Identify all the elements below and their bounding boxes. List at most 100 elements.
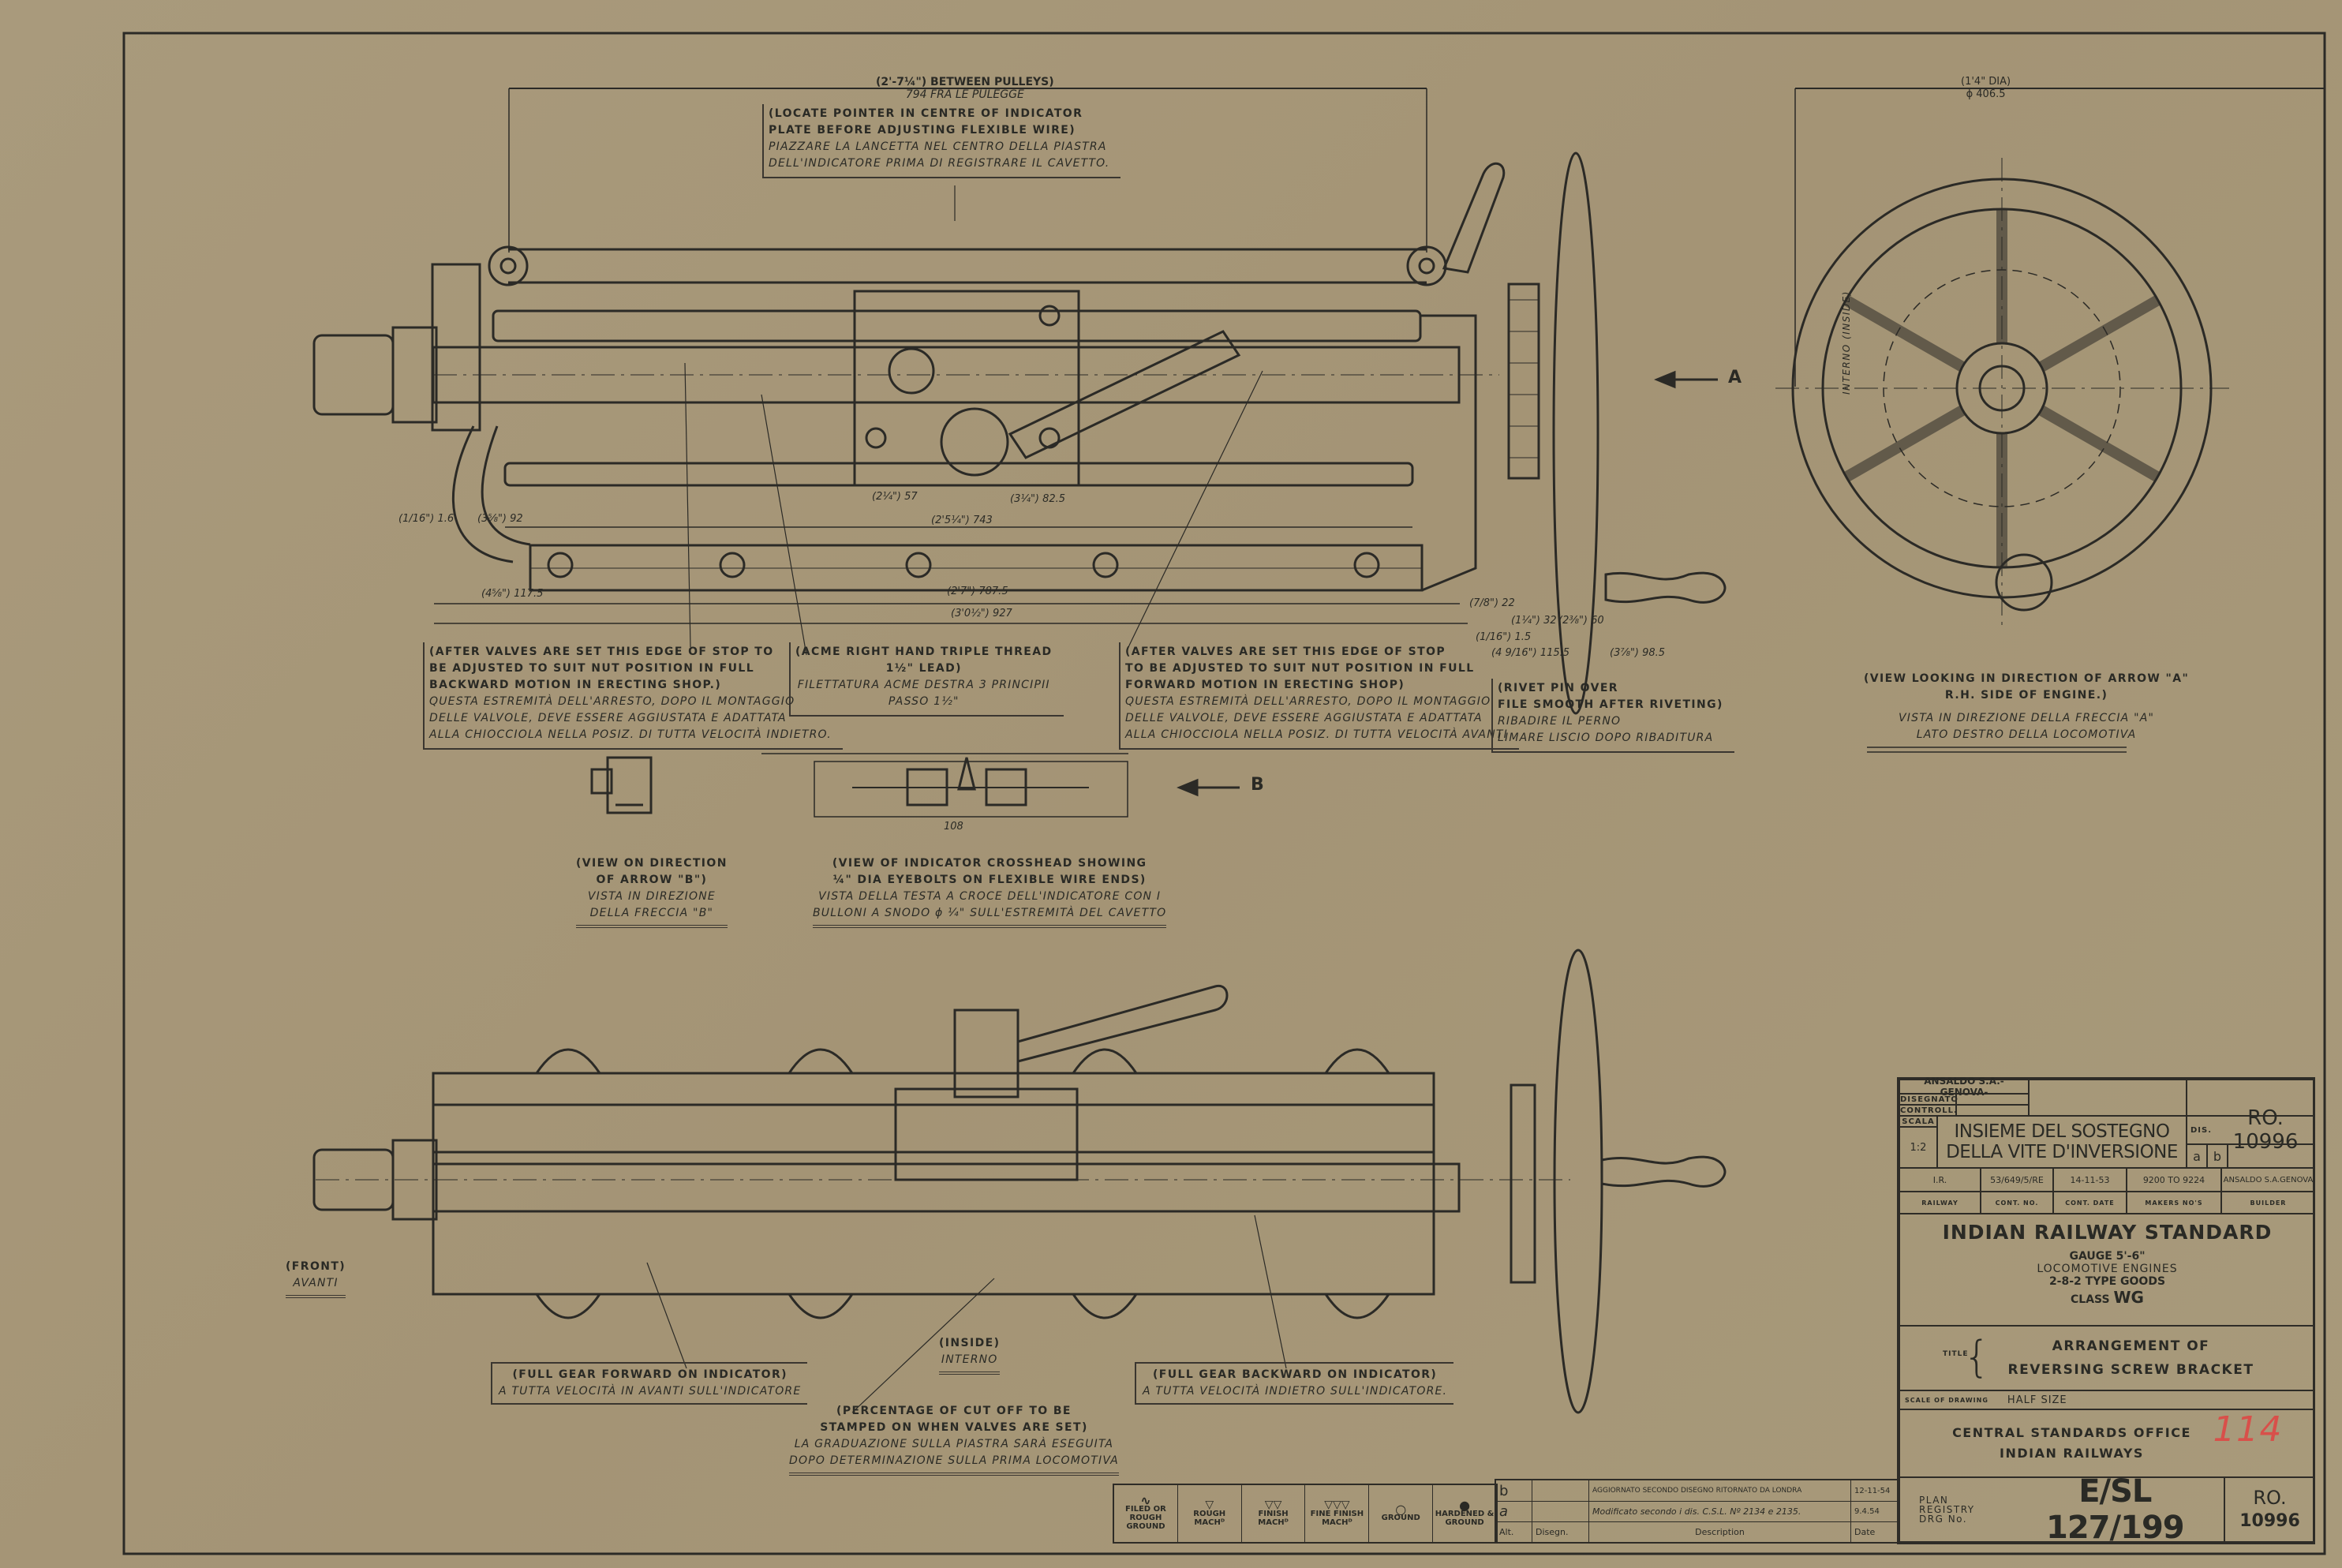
note-line: 1½" LEAD) xyxy=(885,662,962,675)
note-line: TO BE ADJUSTED TO SUIT NUT POSITION IN F… xyxy=(1125,662,1475,675)
title-label: TITLE xyxy=(1943,1350,1969,1358)
note-line: DELLE VALVOLE, DEVE ESSERE AGGIUSTATA E … xyxy=(429,712,787,724)
top-view xyxy=(312,88,1727,715)
note-line: LATO DESTRO DELLA LOCOMOTIVA xyxy=(1916,728,2137,741)
dim-743: (2'5¼") 743 xyxy=(931,515,993,526)
cont-no-label: CONT. NO. xyxy=(1981,1192,2053,1214)
alt-date: 12-11-54 xyxy=(1854,1486,1891,1495)
finish-ground: ○GROUND xyxy=(1369,1485,1434,1542)
support-pipe xyxy=(451,425,514,563)
note-line: BE ADJUSTED TO SUIT NUT POSITION IN FULL xyxy=(429,662,755,675)
alt-description: AGGIORNATO SECONDO DISEGNO RITORNATO DA … xyxy=(1589,1480,1851,1501)
note-line: DELLA FRECCIA "B" xyxy=(589,907,714,919)
note-line: VISTA IN DIREZIONE DELLA FRECCIA "A" xyxy=(1899,712,2155,724)
dim-82: (3¼") 82.5 xyxy=(1010,493,1066,505)
title-line-1: ARRANGEMENT OF xyxy=(2052,1338,2210,1354)
note-crosshead: (VIEW OF INDICATOR CROSSHEAD SHOWING ¼" … xyxy=(813,855,1167,928)
upper-frame-bar xyxy=(492,309,1422,342)
handle-boss xyxy=(1995,553,2053,612)
scale-of-drawing-value: HALF SIZE xyxy=(2007,1394,2067,1406)
note-line: R.H. SIDE OF ENGINE.) xyxy=(1944,689,2108,702)
makers-nos-value: 9200 TO 9224 xyxy=(2127,1168,2221,1192)
ro-number: 10996 xyxy=(2239,1511,2300,1531)
finish-label: FINE FINISH MACHᴰ xyxy=(1310,1509,1364,1527)
note-line: (FULL GEAR BACKWARD ON INDICATOR) xyxy=(1152,1368,1438,1381)
note-full-backward: (FULL GEAR BACKWARD ON INDICATOR) A TUTT… xyxy=(1135,1362,1454,1405)
finish-label: GROUND xyxy=(1381,1514,1420,1522)
dim-787: (2'7") 787.5 xyxy=(947,586,1008,597)
note-rivet-pin: (RIVET PIN OVER FILE SMOOTH AFTER RIVETI… xyxy=(1491,679,1734,753)
dis-label: DIS. xyxy=(2190,1125,2213,1135)
note-line: STAMPED ON WHEN VALVES ARE SET) xyxy=(820,1421,1088,1434)
note-stop-backward: (AFTER VALVES ARE SET THIS EDGE OF STOP … xyxy=(423,642,843,750)
note-locate-pointer: (LOCATE POINTER IN CENTRE OF INDICATOR P… xyxy=(762,104,1121,178)
note-line: VISTA DELLA TESTA A CROCE DELL'INDICATOR… xyxy=(818,890,1162,903)
note-line: ¼" DIA EYEBOLTS ON FLEXIBLE WIRE ENDS) xyxy=(832,874,1147,886)
header-date: Date xyxy=(1854,1526,1876,1537)
dim-57: (2¼") 57 xyxy=(872,491,918,503)
note-line: LA GRADUAZIONE SULLA PIASTRA SARÀ ESEGUI… xyxy=(794,1438,1114,1450)
note-inside: (INSIDE) INTERNO xyxy=(939,1335,1001,1375)
dim-wheel-diameter: (1'4" DIA) ϕ 406.5 xyxy=(1961,76,2011,101)
red-handwritten-number: 114 xyxy=(2213,1409,2283,1450)
railway-label: RAILWAY xyxy=(1899,1192,1981,1214)
bracket-body xyxy=(432,1072,1435,1296)
finish-label: FINISH MACHᴰ xyxy=(1258,1509,1289,1527)
note-line: PLATE BEFORE ADJUSTING FLEXIBLE WIRE) xyxy=(769,124,1076,137)
gear-wheel xyxy=(1507,283,1540,480)
note-line: ALLA CHIOCCIOLA NELLA POSIZ. DI TUTTA VE… xyxy=(1125,728,1508,741)
sheet-border xyxy=(122,32,2326,1555)
cont-date-label: CONT. DATE xyxy=(2053,1192,2127,1214)
note-line: DOPO DETERMINAZIONE SULLA PRIMA LOCOMOTI… xyxy=(789,1454,1119,1467)
signature xyxy=(1532,1480,1589,1501)
note-stop-forward: (AFTER VALVES ARE SET THIS EDGE OF STOP … xyxy=(1119,642,1519,750)
note-line: (INSIDE) xyxy=(939,1337,1001,1349)
note-line: PIAZZARE LA LANCETTA NEL CENTRO DELLA PI… xyxy=(769,140,1107,153)
indicator-plate xyxy=(853,290,1080,487)
indicator-block xyxy=(894,1087,1079,1181)
note-front: (FRONT) AVANTI xyxy=(286,1259,346,1298)
standard-title: INDIAN RAILWAY STANDARD xyxy=(1942,1221,2273,1244)
company-name: ANSALDO S.A.-GENOVA- xyxy=(1899,1076,2029,1098)
drawing-title-block: TITLE { ARRANGEMENT OF REVERSING SCREW B… xyxy=(1899,1326,2315,1390)
finish-label: ROUGH MACHᴰ xyxy=(1193,1509,1226,1527)
note-line: DELL'INDICATORE PRIMA DI REGISTRARE IL C… xyxy=(769,157,1110,170)
plan-label: DRG No. xyxy=(1919,1514,1968,1525)
gauge: GAUGE 5'-6" xyxy=(2069,1250,2146,1263)
blank-cell xyxy=(2187,1080,2315,1116)
note-line: INTERNO xyxy=(941,1353,998,1366)
dim-1-5: (1/16") 1.5 xyxy=(1476,631,1532,643)
dim-927: (3'0½") 927 xyxy=(951,608,1012,619)
finish-label: HARDENED & GROUND xyxy=(1435,1509,1495,1527)
note-line: AVANTI xyxy=(293,1277,339,1289)
view-arrow-b xyxy=(590,756,653,814)
scale-label: SCALA xyxy=(1899,1116,1937,1127)
dim-108: 108 xyxy=(944,821,963,833)
dim-between-pulleys: (2'-7¼") BETWEEN PULLEYS) 794 FRA LE PUL… xyxy=(876,76,1054,101)
dim-text-mm: ϕ 406.5 xyxy=(1966,88,2006,100)
rough-symbol-icon: ▽ xyxy=(1205,1498,1214,1511)
finish-fine: ▽▽▽FINE FINISH MACHᴰ xyxy=(1305,1485,1370,1542)
finish-filed: ∿FILED OR ROUGH GROUND xyxy=(1114,1485,1178,1542)
dim-117: (4⅝") 117.5 xyxy=(481,588,544,600)
dim-115: (4 9/16") 115.5 xyxy=(1491,647,1570,659)
revision-a: a xyxy=(2187,1144,2207,1168)
handwheel-side xyxy=(1552,152,1599,715)
note-line: FILETTATURA ACME DESTRA 3 PRINCIPII xyxy=(797,679,1050,691)
dim-22: (7/8") 22 xyxy=(1469,597,1515,609)
note-line: LIMARE LISCIO DOPO RIBADITURA xyxy=(1498,732,1714,744)
note-line: A TUTTA VELOCITÀ INDIETRO SULL'INDICATOR… xyxy=(1143,1385,1448,1398)
finish-finish: ▽▽FINISH MACHᴰ xyxy=(1242,1485,1306,1542)
cont-no-value: 53/649/5/RE xyxy=(1981,1168,2053,1192)
checked-signature xyxy=(1956,1105,2029,1116)
note-line: (VIEW LOOKING IN DIRECTION OF ARROW "A" xyxy=(1864,672,2190,685)
pulley-right xyxy=(1406,245,1447,286)
office-block: CENTRAL STANDARDS OFFICE INDIAN RAILWAYS… xyxy=(1899,1409,2315,1477)
builder-value: ANSALDO S.A.GENOVA xyxy=(2221,1168,2315,1192)
gear-lower xyxy=(1510,1083,1536,1284)
alt-date: 9.4.54 xyxy=(1854,1506,1880,1516)
end-view-arrow-a xyxy=(1775,88,2325,753)
class-label: CLASS xyxy=(2071,1293,2110,1306)
alteration-row: a Modificato secondo i dis. C.S.L. Nº 21… xyxy=(1496,1501,1899,1522)
dim-32: (1¼") 32 xyxy=(1511,615,1557,627)
